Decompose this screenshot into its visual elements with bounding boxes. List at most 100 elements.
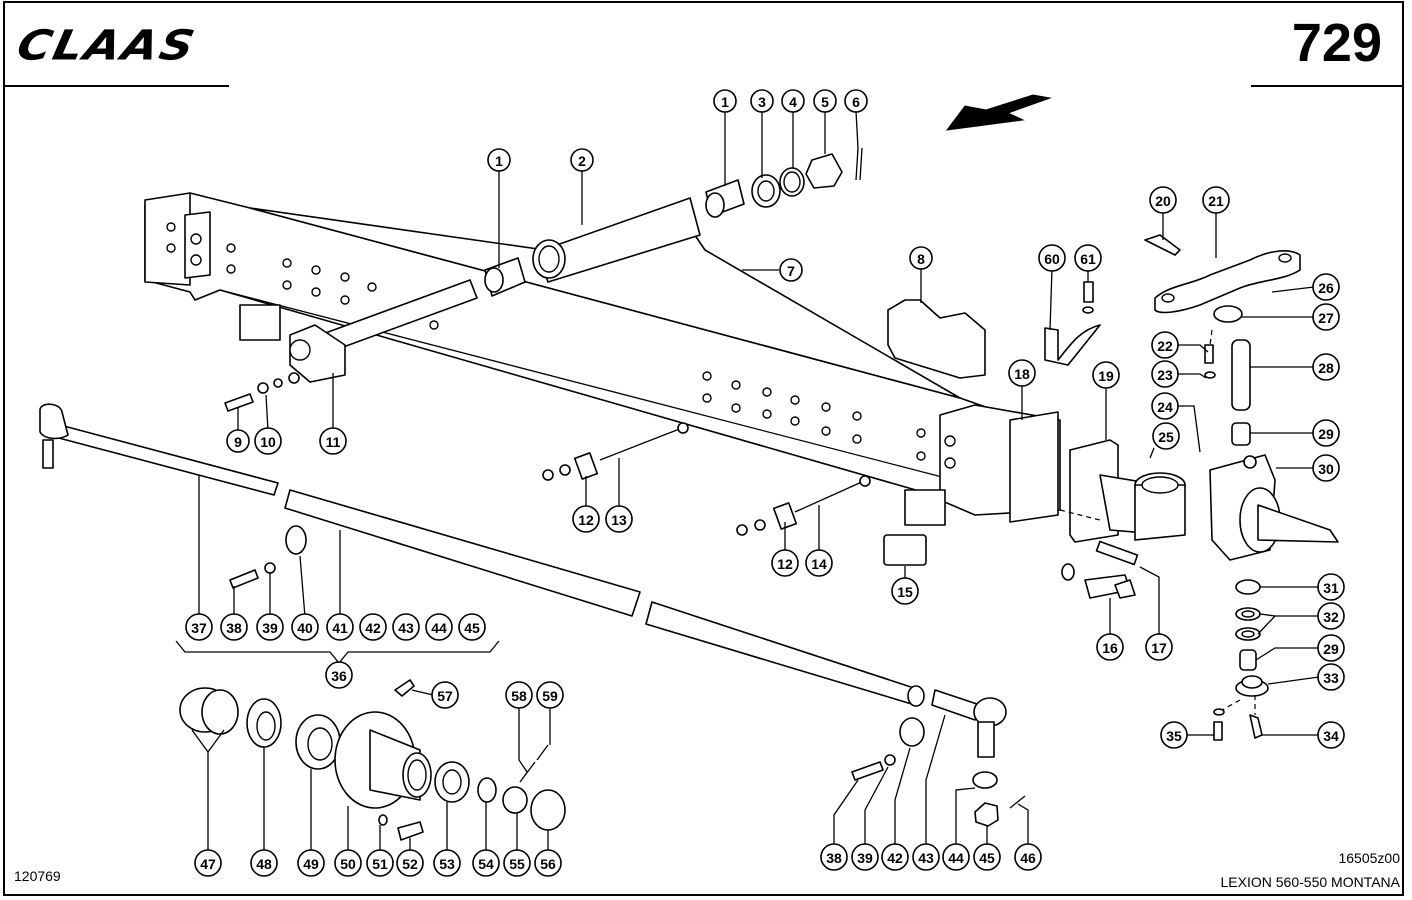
callout-label: 17 xyxy=(1151,640,1167,656)
callout-label: 15 xyxy=(897,584,913,600)
callout-circle xyxy=(1202,186,1230,214)
part-callout-48[interactable]: 48 xyxy=(250,849,278,877)
part-callout-8[interactable]: 8 xyxy=(909,246,933,270)
part-callout-16[interactable]: 16 xyxy=(1096,633,1124,661)
part-callout-35[interactable]: 35 xyxy=(1160,721,1188,749)
callout-circle xyxy=(458,613,486,641)
part-callout-44[interactable]: 44 xyxy=(425,613,453,641)
part-callout-2[interactable]: 2 xyxy=(570,148,594,172)
part-callout-56[interactable]: 56 xyxy=(534,849,562,877)
callout-label: 7 xyxy=(787,263,795,279)
part-callout-21[interactable]: 21 xyxy=(1202,186,1230,214)
part-callout-43[interactable]: 43 xyxy=(912,843,940,871)
part-callout-36[interactable]: 36 xyxy=(325,661,353,689)
stub-axle-30 xyxy=(1209,454,1339,561)
part-callout-15[interactable]: 15 xyxy=(891,577,919,605)
part-callout-39[interactable]: 39 xyxy=(256,613,284,641)
part-callout-42[interactable]: 42 xyxy=(881,843,909,871)
part-callout-58[interactable]: 58 xyxy=(505,681,533,709)
part-callout-5[interactable]: 5 xyxy=(813,89,837,113)
callout-circle xyxy=(1151,360,1179,388)
mount-19 xyxy=(1061,439,1186,599)
callout-label: 38 xyxy=(226,620,242,636)
part-callout-20[interactable]: 20 xyxy=(1149,186,1177,214)
part-callout-9[interactable]: 9 xyxy=(226,429,250,453)
part-callout-25[interactable]: 25 xyxy=(1152,422,1180,450)
travel-direction-arrow-icon xyxy=(945,94,1052,131)
part-callout-30[interactable]: 30 xyxy=(1312,454,1340,482)
part-callout-12[interactable]: 12 xyxy=(771,549,799,577)
part-callout-53[interactable]: 53 xyxy=(433,849,461,877)
part-callout-34[interactable]: 34 xyxy=(1317,721,1345,749)
part-callout-45[interactable]: 45 xyxy=(973,843,1001,871)
part-callout-41[interactable]: 41 xyxy=(326,613,354,641)
part-callout-46[interactable]: 46 xyxy=(1014,843,1042,871)
part-callout-10[interactable]: 10 xyxy=(254,427,282,455)
part-callout-18[interactable]: 18 xyxy=(1008,359,1036,387)
callout-circle xyxy=(326,613,354,641)
part-callout-12[interactable]: 12 xyxy=(572,505,600,533)
part-callout-29[interactable]: 29 xyxy=(1312,419,1340,447)
part-callout-17[interactable]: 17 xyxy=(1145,633,1173,661)
callout-circle xyxy=(1312,273,1340,301)
part-callout-32[interactable]: 32 xyxy=(1317,602,1345,630)
part-callout-61[interactable]: 61 xyxy=(1074,244,1102,272)
callout-circle xyxy=(226,429,250,453)
part-callout-23[interactable]: 23 xyxy=(1151,360,1179,388)
part-callout-11[interactable]: 11 xyxy=(319,427,347,455)
callout-label: 11 xyxy=(326,434,341,450)
pivot-tube xyxy=(484,147,863,297)
part-callout-22[interactable]: 22 xyxy=(1151,331,1179,359)
part-callout-45[interactable]: 45 xyxy=(458,613,486,641)
part-callout-6[interactable]: 6 xyxy=(844,89,868,113)
part-callout-38[interactable]: 38 xyxy=(820,843,848,871)
part-callout-33[interactable]: 33 xyxy=(1317,663,1345,691)
part-callout-28[interactable]: 28 xyxy=(1312,353,1340,381)
callout-label: 49 xyxy=(303,856,319,872)
part-callout-49[interactable]: 49 xyxy=(297,849,325,877)
part-callout-44[interactable]: 44 xyxy=(942,843,970,871)
callout-circle xyxy=(431,681,459,709)
part-callout-24[interactable]: 24 xyxy=(1151,392,1179,420)
bracket-60 xyxy=(1044,281,1101,366)
callout-label: 2 xyxy=(578,153,586,169)
part-callout-27[interactable]: 27 xyxy=(1312,303,1340,331)
callout-label: 39 xyxy=(857,850,873,866)
part-callout-52[interactable]: 52 xyxy=(396,849,424,877)
part-callout-13[interactable]: 13 xyxy=(605,505,633,533)
part-callout-38[interactable]: 38 xyxy=(220,613,248,641)
part-callout-55[interactable]: 55 xyxy=(503,849,531,877)
callout-label: 31 xyxy=(1323,580,1339,596)
part-callout-54[interactable]: 54 xyxy=(472,849,500,877)
part-callout-4[interactable]: 4 xyxy=(781,89,805,113)
part-callout-14[interactable]: 14 xyxy=(805,549,833,577)
part-callout-19[interactable]: 19 xyxy=(1092,361,1120,389)
part-callout-51[interactable]: 51 xyxy=(366,849,394,877)
callout-circle xyxy=(1038,244,1066,272)
part-callout-3[interactable]: 3 xyxy=(750,89,774,113)
part-callout-29[interactable]: 29 xyxy=(1317,634,1345,662)
part-callout-1[interactable]: 1 xyxy=(487,148,511,172)
callout-circle xyxy=(1317,721,1345,749)
callout-label: 25 xyxy=(1158,429,1174,445)
part-callout-7[interactable]: 7 xyxy=(779,258,803,282)
part-callout-42[interactable]: 42 xyxy=(359,613,387,641)
part-callout-43[interactable]: 43 xyxy=(392,613,420,641)
part-callout-39[interactable]: 39 xyxy=(851,843,879,871)
part-callout-59[interactable]: 59 xyxy=(536,681,564,709)
plate-8 xyxy=(887,299,986,379)
callout-label: 10 xyxy=(260,434,276,450)
part-callout-57[interactable]: 57 xyxy=(431,681,459,709)
callout-circle xyxy=(250,849,278,877)
part-callout-50[interactable]: 50 xyxy=(334,849,362,877)
part-callout-1[interactable]: 1 xyxy=(713,89,737,113)
part-callout-60[interactable]: 60 xyxy=(1038,244,1066,272)
callout-label: 39 xyxy=(262,620,278,636)
bolts-13-14 xyxy=(542,422,927,566)
callout-circle xyxy=(973,843,1001,871)
part-callout-31[interactable]: 31 xyxy=(1317,573,1345,601)
part-callout-40[interactable]: 40 xyxy=(291,613,319,641)
part-callout-47[interactable]: 47 xyxy=(194,849,222,877)
part-callout-26[interactable]: 26 xyxy=(1312,273,1340,301)
part-callout-37[interactable]: 37 xyxy=(185,613,213,641)
